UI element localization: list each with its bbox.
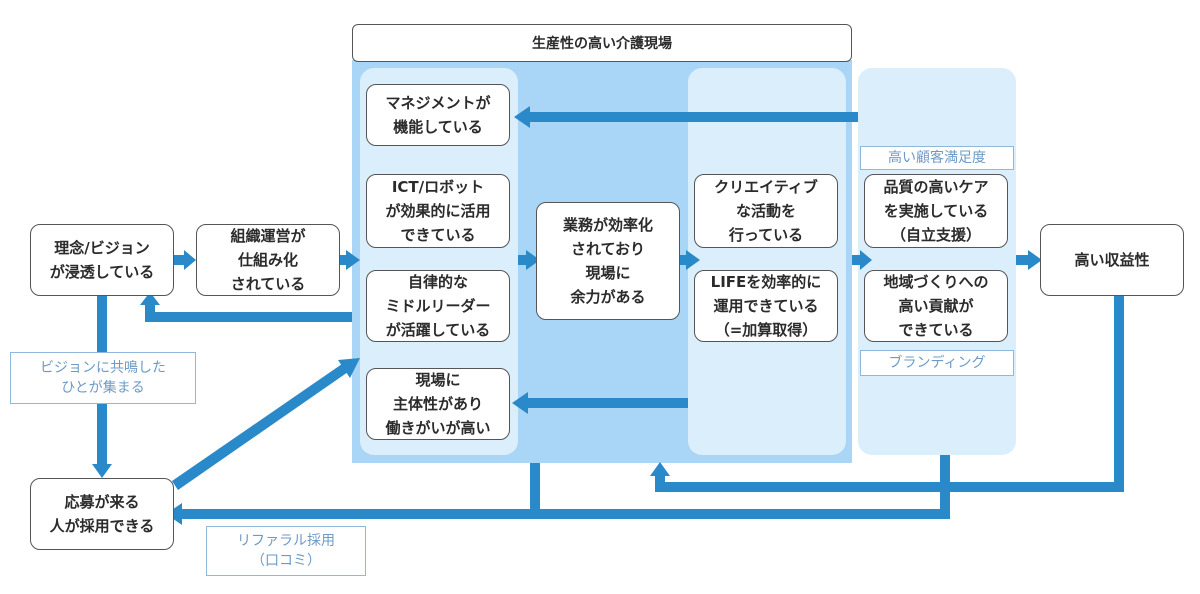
arrow-soshiki-to-panel bbox=[340, 250, 360, 270]
arrow-shueki-loop bbox=[650, 296, 1124, 492]
label-vision: ビジョンに共鳴した ひとが集まる bbox=[10, 352, 196, 404]
arrow-gyomu-to-right bbox=[680, 250, 700, 270]
arrow-outcome-to-shueki bbox=[1016, 250, 1042, 270]
arrow-referral bbox=[166, 455, 950, 525]
node-management: マネジメントが 機能している bbox=[366, 84, 510, 146]
node-soshiki: 組織運営が 仕組み化 されている bbox=[196, 224, 340, 296]
node-gyomu: 業務が効率化 されており 現場に 余力がある bbox=[536, 202, 680, 320]
right-inner-panel bbox=[688, 68, 846, 455]
arrow-panel-to-outcome bbox=[852, 250, 872, 270]
node-creative: クリエイティブ な活動を 行っている bbox=[694, 174, 838, 248]
node-shueki: 高い収益性 bbox=[1040, 224, 1184, 296]
node-care: 品質の高いケア を実施している （自立支援） bbox=[864, 174, 1008, 248]
node-rinen: 理念/ビジョン が浸透している bbox=[30, 224, 174, 296]
node-genba: 現場に 主体性があり 働きがいが高い bbox=[366, 368, 510, 440]
arrow-feedback-management bbox=[514, 106, 858, 128]
label-kokyaku: 高い顧客満足度 bbox=[860, 146, 1014, 170]
label-referral: リファラル採用 （口コミ） bbox=[206, 526, 366, 576]
node-ict: ICT/ロボット が効果的に活用 できている bbox=[366, 174, 510, 248]
arrow-rinen-to-soshiki bbox=[174, 250, 196, 270]
node-oubo: 応募が来る 人が採用できる bbox=[30, 478, 174, 550]
node-life: LIFEを効率的に 運用できている （=加算取得） bbox=[694, 270, 838, 342]
arrow-panel-to-rinen bbox=[140, 292, 352, 322]
node-middle: 自律的な ミドルリーダー が活躍している bbox=[366, 270, 510, 342]
outcome-panel bbox=[858, 68, 1016, 455]
page-title: 生産性の高い介護現場 bbox=[352, 24, 852, 62]
arrow-feedback-genba bbox=[512, 392, 688, 414]
label-branding: ブランディング bbox=[860, 350, 1014, 376]
arrow-oubo-to-panel bbox=[172, 358, 360, 490]
node-chiiki: 地域づくりへの 高い貢献が できている bbox=[864, 270, 1008, 342]
arrow-left-to-gyomu bbox=[518, 250, 540, 270]
